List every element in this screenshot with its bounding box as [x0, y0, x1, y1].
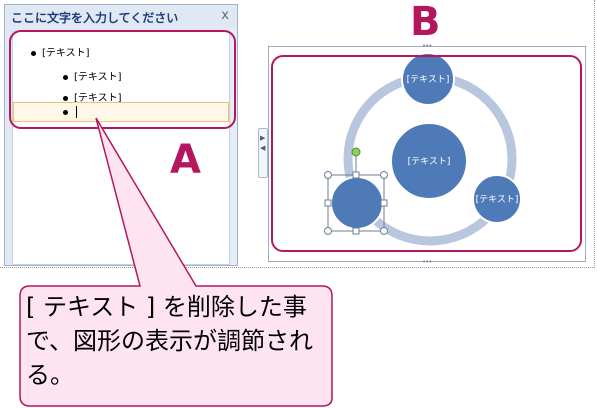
active-bullet-row[interactable] — [13, 102, 229, 122]
label-b: B — [410, 0, 441, 45]
frame-handle-top[interactable]: ••• — [422, 42, 432, 50]
arrow-right-icon: ▶ — [260, 134, 266, 142]
resize-handle-n[interactable] — [352, 171, 360, 179]
highlight-b — [271, 55, 582, 252]
right-node-label: [テキスト] — [476, 194, 519, 205]
bullet-icon — [63, 95, 68, 101]
resize-handle-se[interactable] — [380, 227, 388, 235]
close-icon[interactable]: x — [221, 8, 229, 23]
bullet-icon — [31, 50, 36, 56]
text-pane: ここに文字を入力してください x [テキスト] [テキスト] [テキスト] — [4, 4, 238, 266]
cycle-diagram[interactable]: [テキスト] [テキスト] [テキスト] — [268, 46, 586, 262]
workspace-frame — [0, 0, 595, 268]
resize-handle-s[interactable] — [352, 227, 360, 235]
label-a: A — [170, 137, 201, 183]
expand-pane-button[interactable]: ▶ ◀ — [258, 128, 268, 178]
bullet-item-1[interactable]: [テキスト] — [31, 44, 90, 59]
bullet-text: [テキスト] — [42, 48, 90, 59]
bullet-icon — [63, 109, 68, 115]
bullet-item-3[interactable]: [テキスト] — [63, 89, 122, 104]
highlight-a — [9, 30, 236, 129]
rotate-handle[interactable] — [351, 147, 361, 157]
arrow-left-icon: ◀ — [260, 144, 266, 152]
callout-bubble — [19, 117, 333, 407]
center-node-label: [テキスト] — [408, 156, 451, 167]
bullet-item-2[interactable]: [テキスト] — [63, 68, 122, 83]
pane-title: ここに文字を入力してください — [11, 11, 179, 25]
resize-handle-nw[interactable] — [324, 171, 332, 179]
pane-header: ここに文字を入力してください x — [5, 5, 237, 29]
bullet-text: [テキスト] — [74, 72, 122, 83]
resize-handle-sw[interactable] — [324, 227, 332, 235]
bullet-icon — [63, 74, 68, 80]
frame-handle-bottom[interactable]: ••• — [422, 258, 432, 266]
bullet-item-4[interactable] — [63, 106, 77, 118]
center-node[interactable] — [390, 122, 468, 200]
text-list[interactable]: [テキスト] [テキスト] [テキスト] — [12, 31, 230, 265]
text-caret — [76, 106, 77, 118]
callout-text: [ テキスト ] を削除した事で、図形の表示が調節される。 — [26, 293, 314, 389]
right-node[interactable] — [472, 174, 522, 224]
top-node[interactable] — [401, 52, 455, 106]
bullet-text: [テキスト] — [74, 93, 122, 104]
resize-handle-e[interactable] — [380, 199, 388, 207]
resize-handle-ne[interactable] — [380, 171, 388, 179]
top-node-label: [テキスト] — [407, 74, 450, 85]
pane-scrollbar[interactable] — [231, 29, 237, 265]
resize-handle-w[interactable] — [324, 199, 332, 207]
